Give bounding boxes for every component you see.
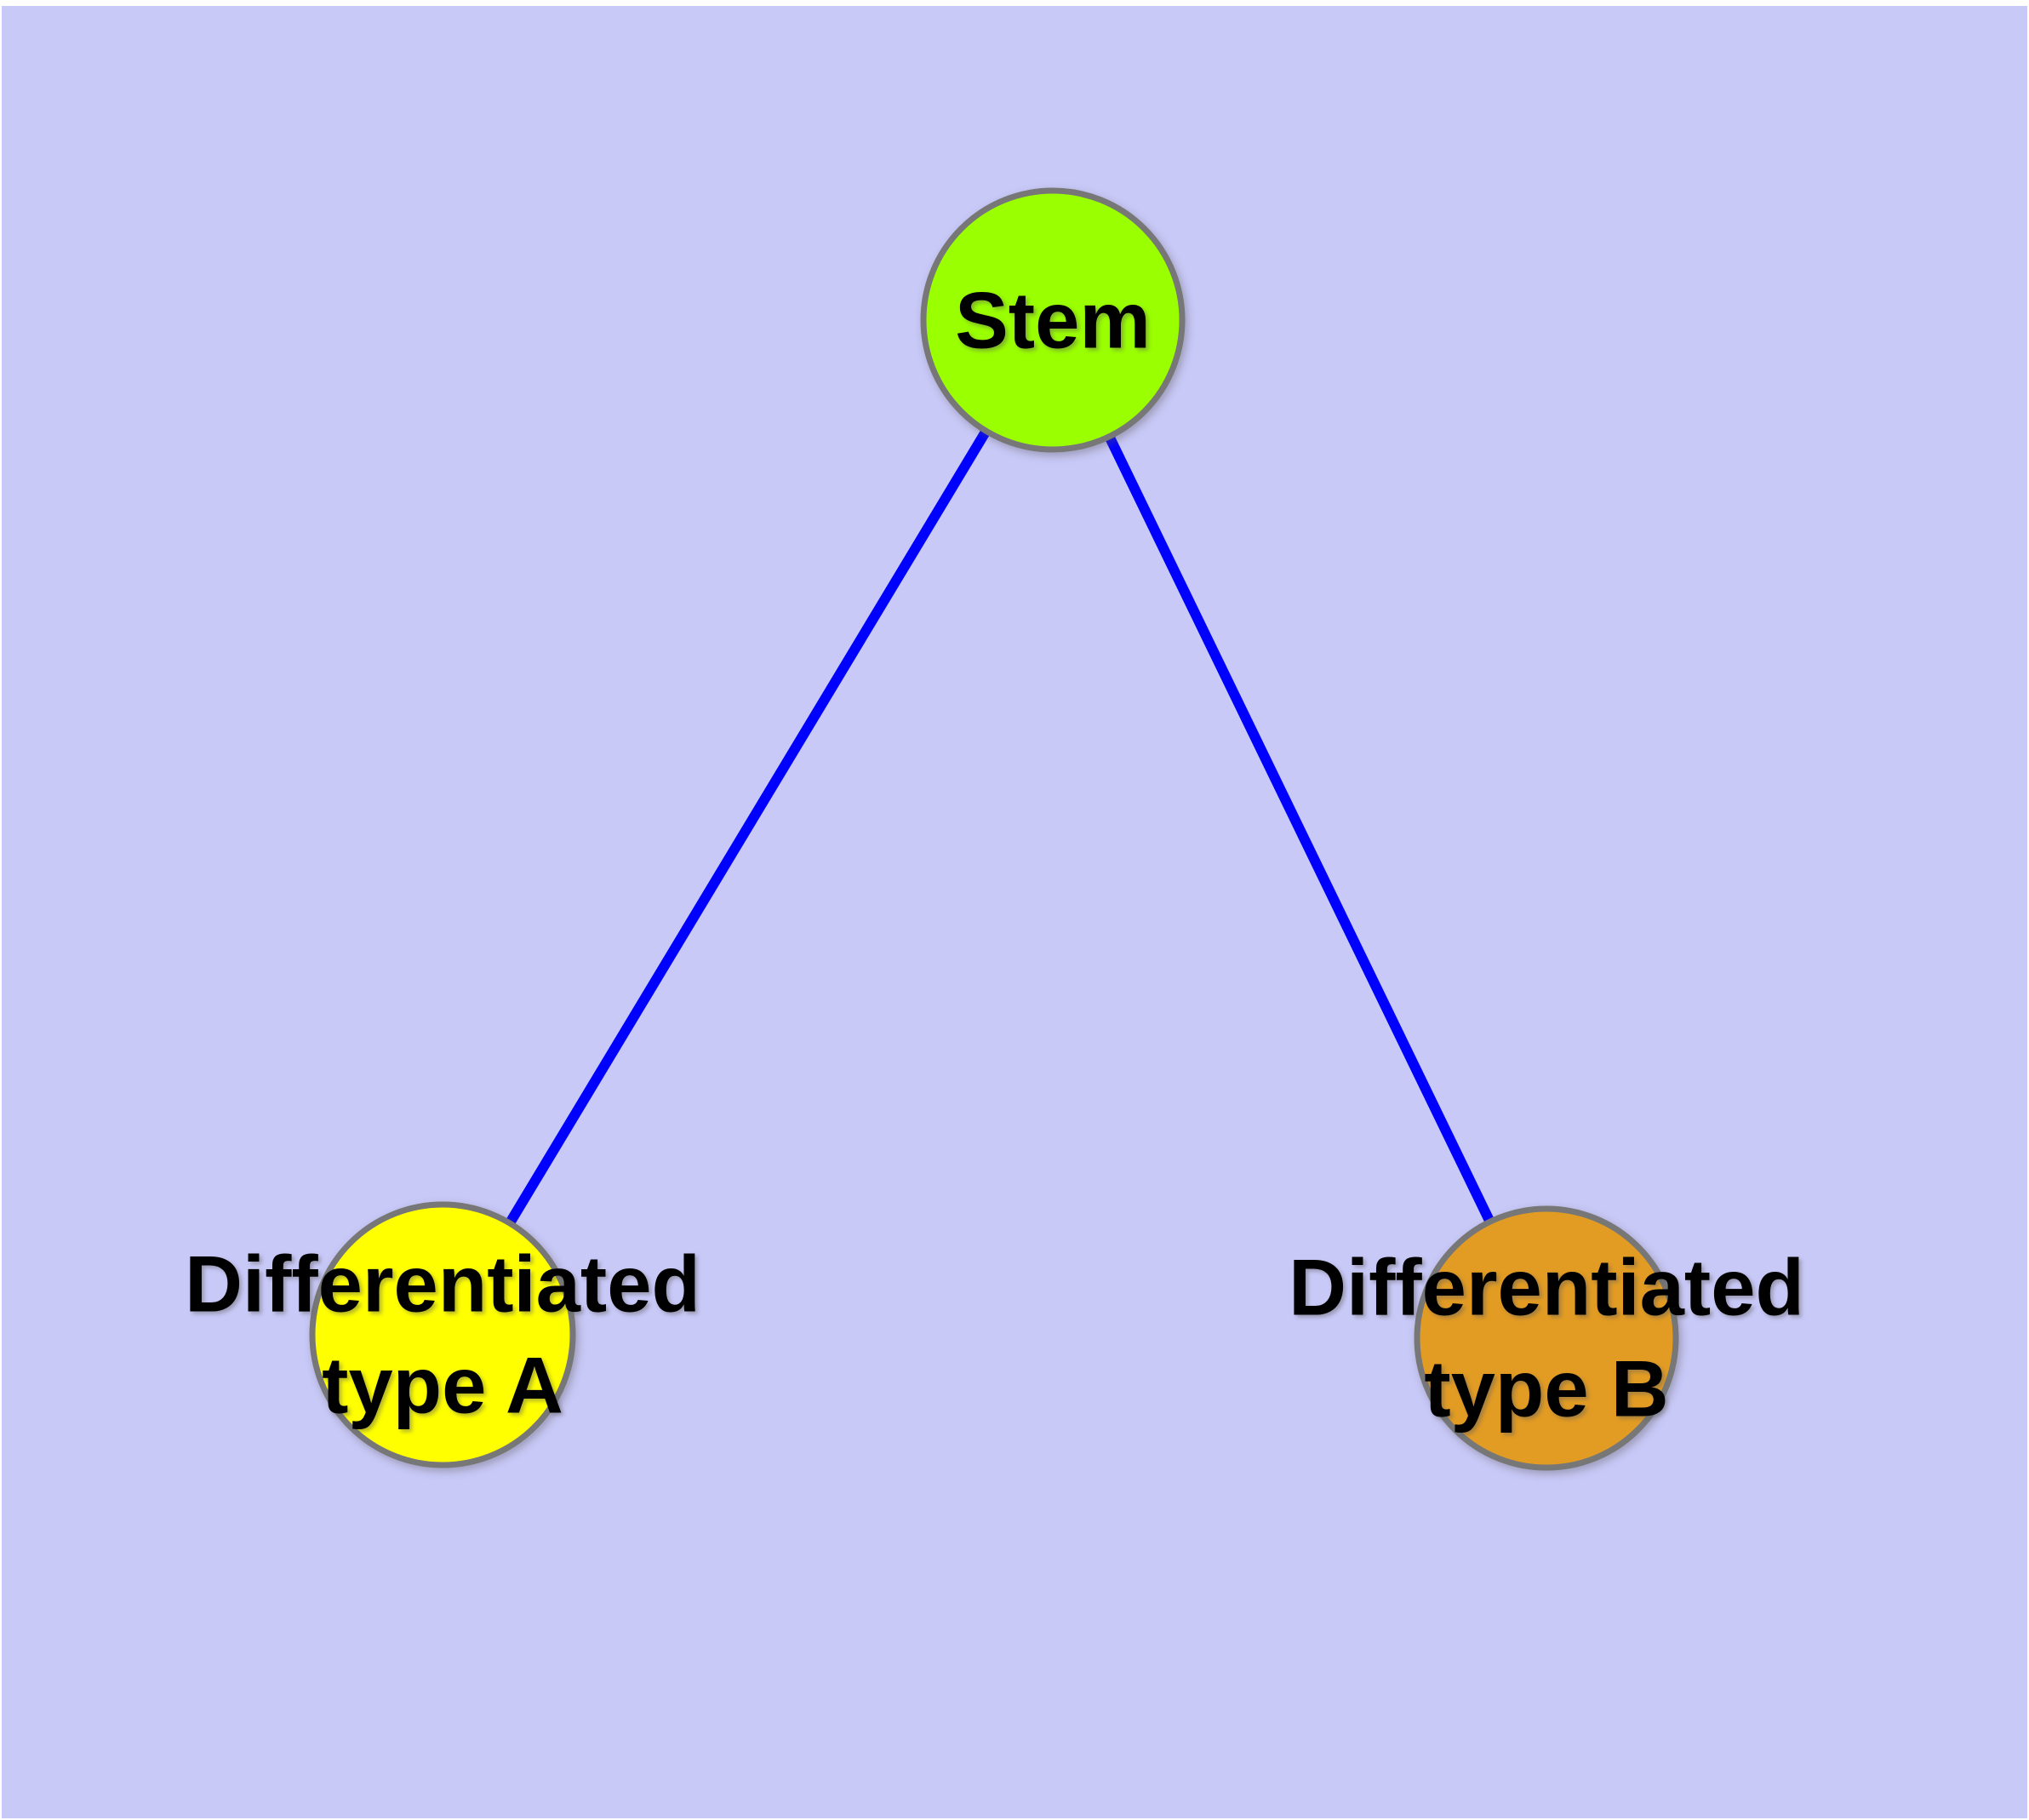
- node-circle-stem: [920, 187, 1186, 453]
- nodes-layer: [309, 187, 1679, 1471]
- edges-layer: [437, 317, 1552, 1341]
- edge-stem-to-differentiated-type-a: [437, 317, 1058, 1338]
- edge-stem-to-differentiated-type-b: [1048, 318, 1552, 1341]
- node-circle-differentiated-type-b: [1414, 1205, 1679, 1471]
- node-circle-differentiated-type-a: [309, 1201, 576, 1468]
